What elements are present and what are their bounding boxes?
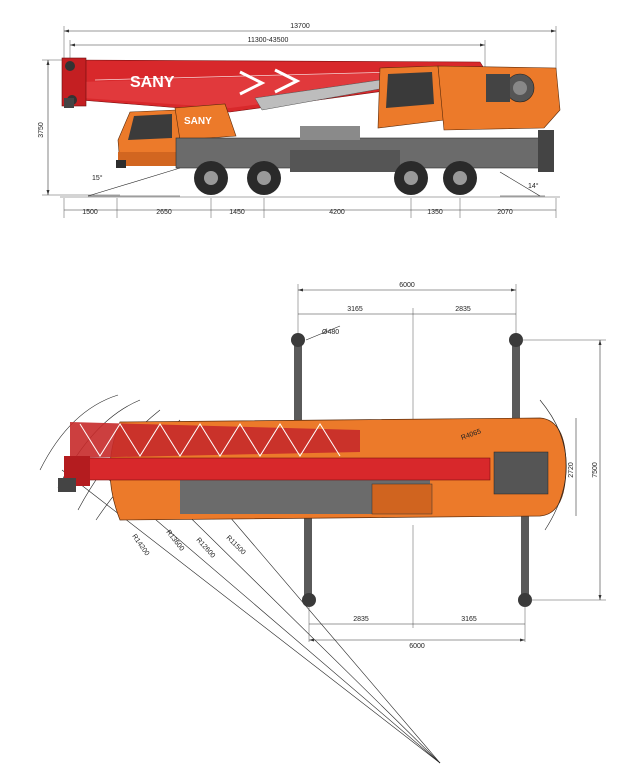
side-view: 13700 11300-43500 3750 SANY [38, 23, 561, 218]
segment-label: 1450 [229, 209, 245, 216]
boom-logo: SANY [130, 74, 175, 91]
approach-angle-label: 15° [92, 174, 103, 182]
segment-label: 1500 [82, 209, 98, 216]
turning-radius-label: R11500 [225, 534, 247, 556]
operator-cab [377, 65, 561, 131]
outrigger-span-top-label: 6000 [399, 282, 415, 289]
engine-housing: SANY [174, 103, 237, 141]
width-label: 2720 [568, 462, 575, 478]
chassis [175, 126, 554, 172]
segment-ticks [63, 198, 557, 218]
turning-radius-label: R13600 [164, 529, 185, 553]
overall-length-label: 13700 [290, 23, 310, 30]
outriggers [291, 333, 532, 607]
bottom-left-span-label: 2835 [353, 616, 369, 623]
turning-radius-label: R14200 [130, 533, 150, 557]
bottom-right-span-label: 3165 [461, 616, 477, 623]
segment-label: 2650 [156, 209, 172, 216]
segment-label: 4200 [329, 209, 345, 216]
boom-length-label: 11300-43500 [248, 37, 289, 44]
pad-diameter-label: Ø480 [322, 329, 339, 336]
housing-logo: SANY [184, 116, 212, 127]
lattice-jib [70, 422, 360, 458]
departure-angle-label: 14° [528, 182, 539, 190]
top-left-span-label: 3165 [347, 306, 363, 313]
outrigger-span-bottom-label: 6000 [409, 643, 425, 650]
top-view: 6000 3165 2835 Ø480 R14200 R13600 R12600… [39, 282, 606, 764]
segment-label: 2070 [497, 209, 513, 216]
wheels [194, 161, 477, 195]
top-right-span-label: 2835 [455, 306, 471, 313]
outrigger-width-label: 7500 [592, 462, 599, 478]
height-label: 3750 [38, 122, 45, 138]
boom-top [58, 456, 491, 492]
segment-label: 1350 [427, 209, 443, 216]
